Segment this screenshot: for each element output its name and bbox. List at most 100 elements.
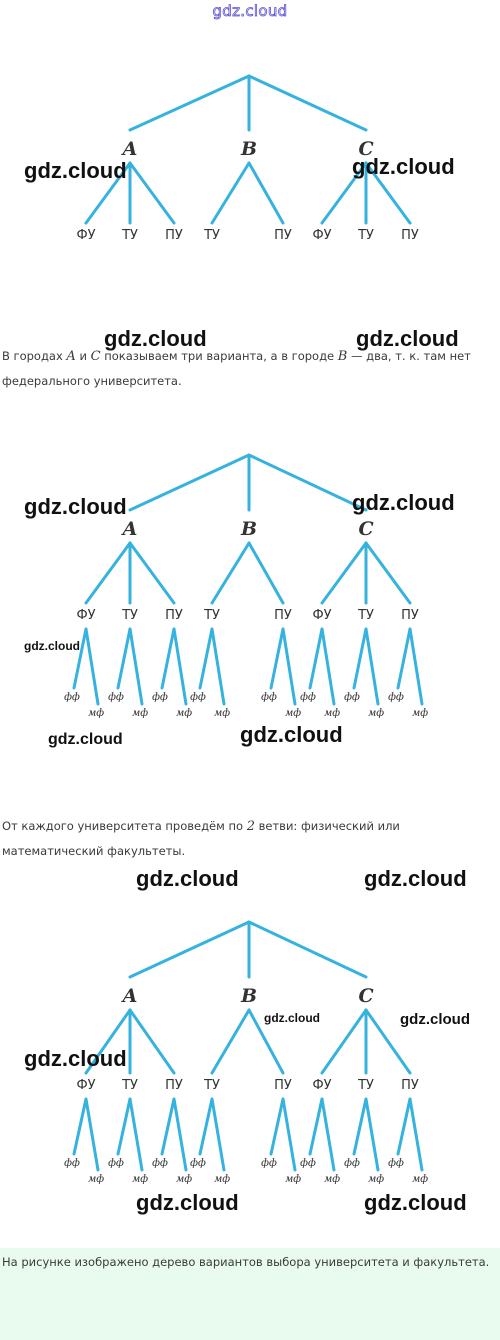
tree-edge [128, 74, 251, 132]
tree-edge [128, 627, 144, 706]
city-label-c: C [358, 518, 373, 540]
tree-edge [247, 920, 368, 979]
tree-edge [308, 1097, 324, 1156]
tree-edge [247, 161, 285, 225]
university-label: ПУ [165, 608, 183, 623]
university-label: ФУ [76, 228, 95, 243]
watermark: gdz.cloud [264, 1011, 320, 1025]
watermark: gdz.cloud [24, 639, 80, 653]
tree-edge [396, 627, 412, 690]
tree-edge [281, 1097, 297, 1172]
tree-edge [84, 1008, 132, 1075]
tree-edge [320, 161, 368, 225]
tree-edge [160, 1097, 176, 1156]
faculty-label-ff: фф [64, 692, 80, 703]
faculty-label-mf: мф [176, 708, 192, 719]
city-label-b: B [240, 138, 257, 160]
tree-edge [281, 627, 297, 706]
faculty-label-mf: мф [412, 708, 428, 719]
site-header-logo: gdz.cloud [212, 2, 288, 21]
tree-edge [84, 627, 100, 706]
paragraph-3: На рисунке изображено дерево вариантов в… [2, 1255, 490, 1269]
faculty-label-ff: фф [190, 1158, 206, 1169]
tree-edge [116, 1097, 132, 1156]
city-label-a: A [121, 518, 138, 540]
faculty-label-ff: фф [108, 1158, 124, 1169]
paragraph-2: От каждого университета проведём по 2 ве… [2, 819, 400, 858]
watermark: gdz.cloud [136, 866, 239, 891]
faculty-label-mf: мф [176, 1174, 192, 1185]
faculty-label-mf: мф [285, 708, 301, 719]
watermark: gdz.cloud [24, 494, 127, 519]
faculty-label-ff: фф [344, 692, 360, 703]
university-label: ТУ [357, 228, 374, 243]
faculty-label-mf: мф [324, 1174, 340, 1185]
university-label: ТУ [121, 608, 138, 623]
tree-edge [247, 541, 285, 605]
faculty-label-ff: фф [261, 1158, 277, 1169]
tree-edge [128, 161, 176, 225]
faculty-label-mf: мф [412, 1174, 428, 1185]
city-label-a: A [121, 985, 138, 1007]
university-label: ФУ [76, 608, 95, 623]
faculty-label-mf: мф [324, 708, 340, 719]
tree-edge [364, 161, 412, 225]
tree-edge [198, 1097, 214, 1156]
tree-edge [320, 627, 336, 706]
faculty-label-mf: мф [285, 1174, 301, 1185]
university-label: ТУ [121, 228, 138, 243]
faculty-label-mf: мф [214, 1174, 230, 1185]
university-label: ПУ [165, 1078, 183, 1093]
tree-edge [128, 541, 176, 605]
tree-edge [364, 627, 380, 706]
faculty-label-ff: фф [300, 692, 316, 703]
watermark: gdz.cloud [352, 490, 455, 515]
tree-edge [364, 541, 412, 605]
university-label: ПУ [274, 228, 292, 243]
tree-edge [247, 74, 368, 132]
tree-edge [320, 1097, 336, 1172]
faculty-label-ff: фф [190, 692, 206, 703]
tree-edge [247, 1008, 285, 1075]
tree-edge [308, 627, 324, 690]
faculty-label-ff: фф [108, 692, 124, 703]
university-label: ПУ [274, 608, 292, 623]
tree-edge [210, 627, 226, 706]
university-label: ПУ [401, 228, 419, 243]
tree-edge [269, 1097, 285, 1156]
university-label: ПУ [401, 1078, 419, 1093]
watermark: gdz.cloud [364, 1190, 467, 1215]
watermark: gdz.cloud [352, 154, 455, 179]
faculty-label-ff: фф [300, 1158, 316, 1169]
faculty-label-ff: фф [388, 1158, 404, 1169]
watermark: gdz.cloud [364, 866, 467, 891]
faculty-label-ff: фф [388, 692, 404, 703]
tree-edge [210, 541, 251, 605]
tree-edge [72, 627, 88, 690]
watermark: gdz.cloud [136, 1190, 239, 1215]
faculty-label-ff: фф [152, 1158, 168, 1169]
tree-edge [408, 1097, 424, 1172]
city-label-b: B [240, 518, 257, 540]
watermark: gdz.cloud [104, 326, 207, 351]
city-label-c: C [358, 138, 373, 160]
university-label: ФУ [312, 228, 331, 243]
university-label: ФУ [312, 1078, 331, 1093]
tree-edge [269, 627, 285, 690]
tree-edge [84, 161, 132, 225]
university-label: ФУ [76, 1078, 95, 1093]
faculty-label-mf: мф [214, 708, 230, 719]
tree-edge [128, 1008, 176, 1075]
conclusion-box: На рисунке изображено дерево вариантов в… [0, 1248, 500, 1340]
university-label: ТУ [203, 1078, 220, 1093]
university-label: ТУ [357, 608, 374, 623]
faculty-label-ff: фф [152, 692, 168, 703]
university-label: ПУ [165, 228, 183, 243]
tree-edge [84, 541, 132, 605]
university-label: ПУ [274, 1078, 292, 1093]
watermark: gdz.cloud [24, 158, 127, 183]
tree-edge [128, 1097, 144, 1172]
tree-edge [172, 1097, 188, 1172]
